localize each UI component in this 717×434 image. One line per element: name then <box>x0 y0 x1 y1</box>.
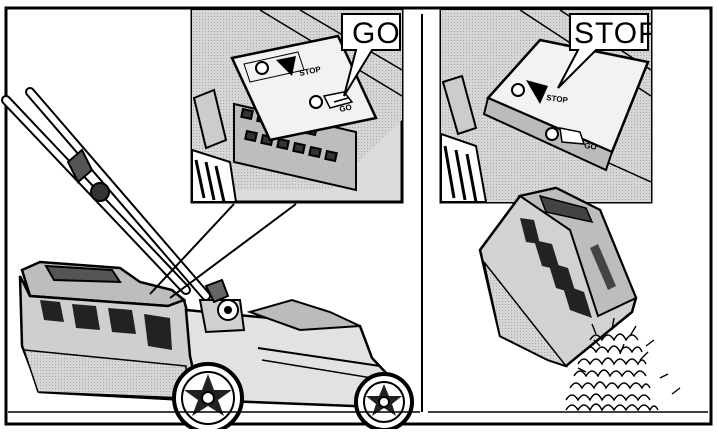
go-label: GO <box>352 17 401 50</box>
card-go-label: GO <box>584 141 598 152</box>
stop-detail-inset: STOP GO STOP <box>441 10 659 202</box>
front-wheel <box>356 374 412 429</box>
go-detail-inset: STOP GO GO <box>192 10 402 202</box>
rear-wheel <box>174 364 242 429</box>
stop-label: STOP <box>574 17 659 50</box>
